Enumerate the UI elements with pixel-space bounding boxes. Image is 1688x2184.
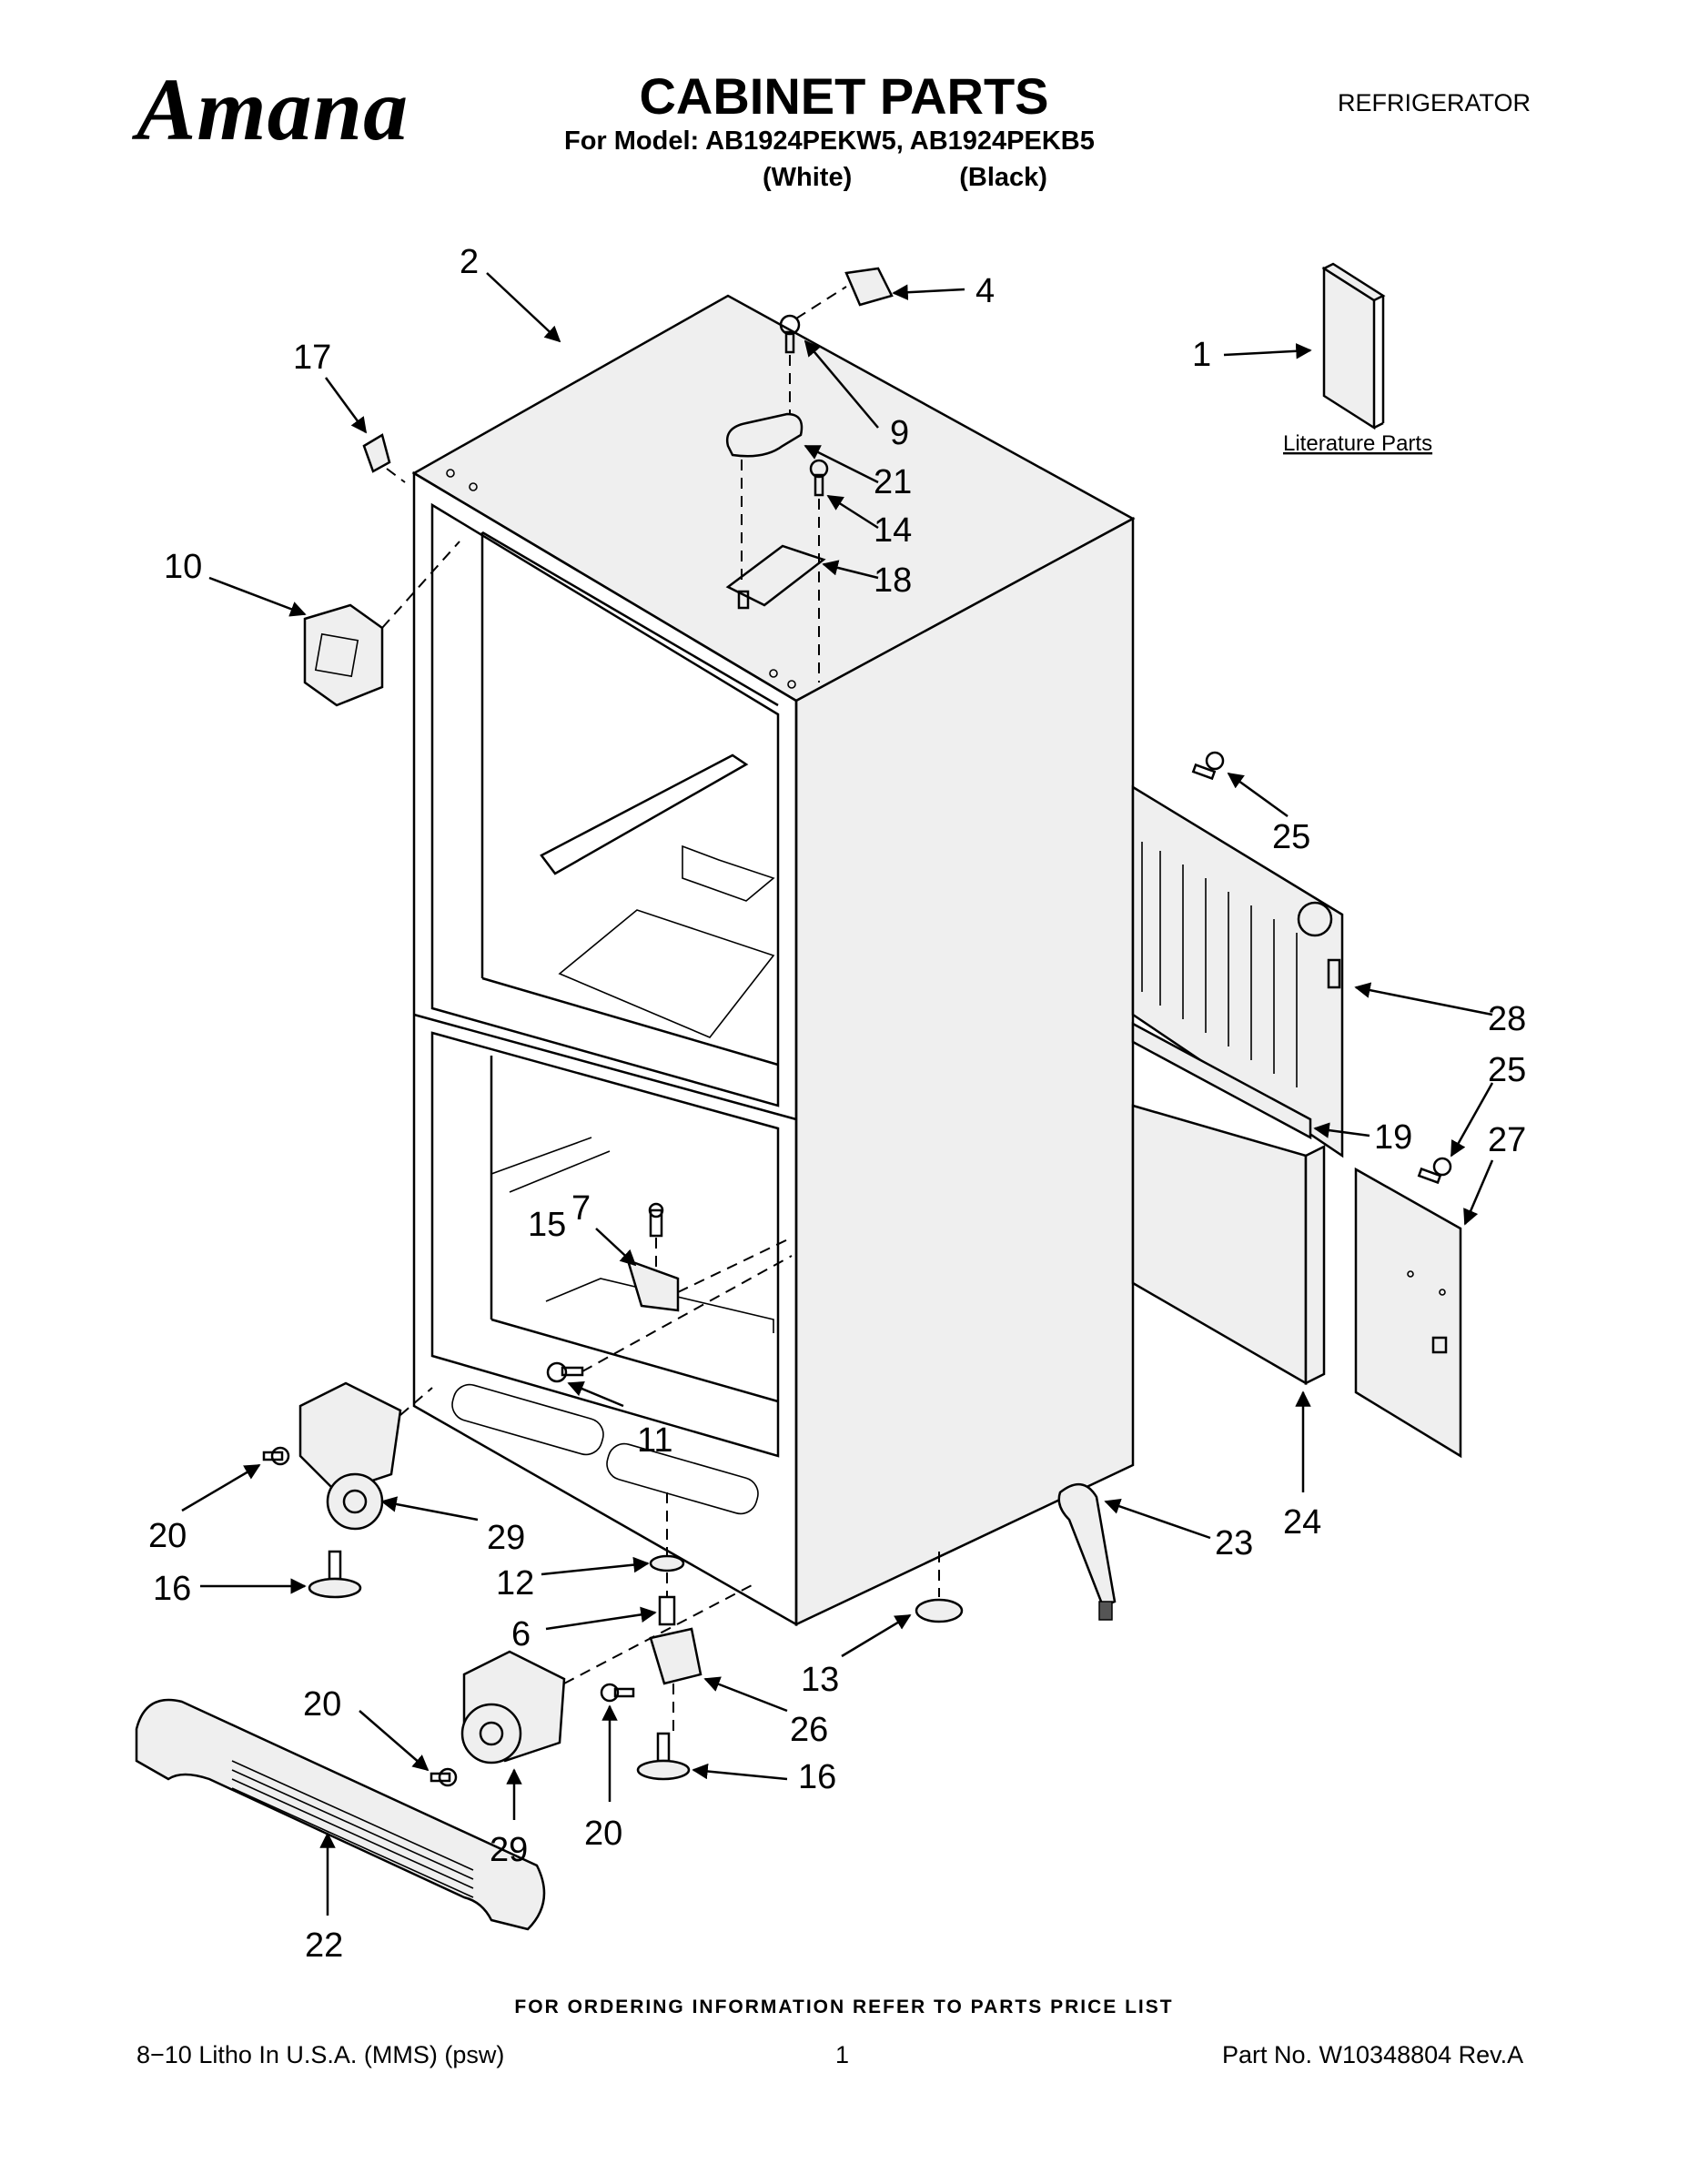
callout-13: 13	[801, 1661, 839, 1699]
callout-9: 9	[890, 414, 909, 452]
stud-7	[648, 1202, 664, 1238]
callout-25-bottom: 25	[1488, 1051, 1526, 1089]
callout-1: 1	[1192, 336, 1211, 374]
callout-6: 6	[511, 1615, 531, 1653]
cover-17	[362, 433, 391, 473]
washer-12	[649, 1554, 685, 1572]
callout-28: 28	[1488, 1000, 1526, 1038]
top-hinge-18	[725, 544, 826, 610]
hinge-cover-21	[725, 412, 804, 458]
pin-6	[658, 1595, 676, 1626]
model-numbers: For Model: AB1924PEKW5, AB1924PEKB5	[564, 126, 1095, 156]
callout-18: 18	[874, 561, 912, 600]
callout-16-right: 16	[798, 1758, 836, 1796]
callout-numbers: 1 2 4 9 21 14 18 17 10 25 28 25 19 27 24…	[148, 243, 1526, 1965]
screw-20-right	[430, 1767, 458, 1787]
roller-assembly-29-left	[298, 1381, 402, 1531]
screw-9	[779, 314, 801, 354]
strip-19	[1131, 1021, 1312, 1140]
color-black: (Black)	[959, 163, 1047, 192]
callout-15: 15	[528, 1206, 566, 1244]
callout-22: 22	[305, 1926, 343, 1965]
callout-12: 12	[496, 1564, 534, 1603]
toe-grille-22	[135, 1698, 546, 1931]
callout-29-left: 29	[487, 1519, 525, 1557]
appliance-category: REFRIGERATOR	[1338, 89, 1531, 116]
callout-2: 2	[460, 243, 479, 281]
callout-24: 24	[1283, 1503, 1321, 1542]
model-colors: (White) (Black)	[763, 162, 1047, 194]
cabinet-front-frame	[412, 470, 798, 1627]
callout-4: 4	[975, 272, 995, 310]
bracket-15	[626, 1258, 680, 1312]
callout-10: 10	[164, 548, 202, 586]
ordering-note: FOR ORDERING INFORMATION REFER TO PARTS …	[514, 1997, 1174, 2017]
callout-29-right: 29	[490, 1831, 528, 1869]
callout-21: 21	[874, 463, 912, 501]
callout-14: 14	[874, 511, 912, 550]
callout-16-left: 16	[153, 1570, 191, 1608]
callout-27: 27	[1488, 1121, 1526, 1159]
page-title: CABINET PARTS	[639, 67, 1049, 125]
callout-17: 17	[293, 339, 331, 377]
handle-23	[1057, 1483, 1117, 1621]
part-number: Part No. W10348804 Rev.A	[1222, 2041, 1524, 2068]
callout-19: 19	[1374, 1118, 1412, 1157]
callout-20-middle: 20	[584, 1815, 622, 1853]
cabinet	[411, 294, 1136, 1627]
color-white: (White)	[763, 163, 853, 192]
page-number: 1	[835, 2041, 850, 2068]
screw-25-bottom	[1417, 1157, 1452, 1185]
leveler-16-right	[636, 1732, 691, 1781]
back-cover-27	[1354, 1167, 1462, 1459]
screw-14	[809, 459, 829, 497]
bottom-hinge-26	[649, 1627, 702, 1685]
screw-20-middle	[600, 1683, 635, 1703]
screw-11	[546, 1361, 584, 1383]
literature-booklet	[1321, 262, 1386, 430]
icemaker-bin-10	[303, 603, 384, 707]
panel-24	[1131, 1104, 1326, 1386]
leader-arrows	[181, 272, 1494, 1916]
literature-label: Literature Parts	[1283, 431, 1432, 456]
grille-28	[1131, 784, 1344, 1158]
callout-11: 11	[637, 1421, 672, 1460]
callout-7: 7	[571, 1189, 591, 1228]
leveler-16-left	[308, 1550, 362, 1599]
screw-25-top	[1191, 751, 1225, 781]
screw-20-left	[262, 1446, 290, 1466]
litho-info: 8−10 Litho In U.S.A. (MMS) (psw)	[136, 2041, 505, 2068]
assembly-lines	[381, 286, 940, 1734]
callout-23: 23	[1215, 1524, 1253, 1562]
pad-13	[915, 1598, 964, 1623]
callout-25-top: 25	[1272, 818, 1310, 856]
roller-assembly-29-right	[460, 1650, 566, 1764]
cabinet-side	[794, 516, 1135, 1626]
callout-20-right: 20	[303, 1685, 341, 1724]
callout-26: 26	[790, 1711, 828, 1749]
callout-20-left: 20	[148, 1517, 187, 1555]
label-4	[844, 267, 894, 307]
brand-logo: Amana	[136, 61, 409, 159]
